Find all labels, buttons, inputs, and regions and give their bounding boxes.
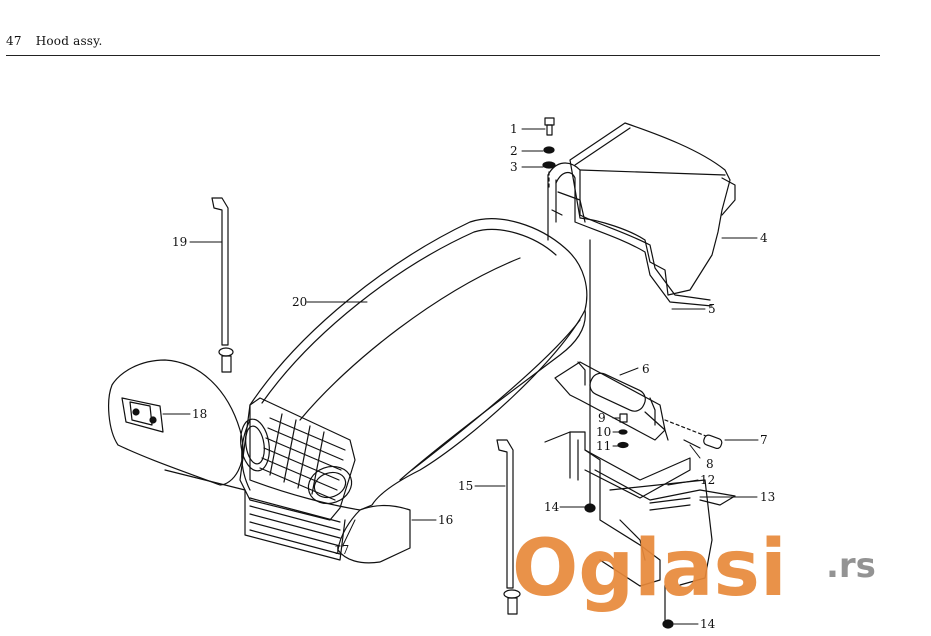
callout-2: 2 xyxy=(510,144,518,158)
bolt-stack xyxy=(542,117,556,191)
callout-1: 1 xyxy=(510,122,518,136)
callout-4: 4 xyxy=(760,231,768,245)
watermark-suffix: .rs xyxy=(826,546,876,586)
watermark-logo: Oglasi .rs xyxy=(512,524,876,614)
page-number: 47 xyxy=(6,34,22,48)
callout-3: 3 xyxy=(510,160,518,174)
detail-inset-18 xyxy=(108,359,246,491)
support-rod-15 xyxy=(496,439,521,615)
callout-labels: 1 2 3 4 5 6 7 8 9 10 11 12 13 14 14 15 1… xyxy=(172,122,775,631)
callout-20: 20 xyxy=(292,295,307,309)
callout-8: 8 xyxy=(706,457,714,471)
callout-18: 18 xyxy=(192,407,207,421)
callout-10: 10 xyxy=(596,425,611,439)
lower-frame-part xyxy=(544,431,736,629)
callout-13: 13 xyxy=(760,490,775,504)
callout-12: 12 xyxy=(700,473,715,487)
support-bracket-part xyxy=(554,239,669,506)
callout-15: 15 xyxy=(458,479,473,493)
header-rule xyxy=(6,55,880,56)
callout-17: 17 xyxy=(334,543,349,557)
callout-14-lower: 14 xyxy=(700,617,716,631)
watermark-brand: Oglasi xyxy=(512,524,787,614)
callout-7: 7 xyxy=(760,433,768,447)
callout-11: 11 xyxy=(596,439,611,453)
callout-14-upper: 14 xyxy=(544,500,560,514)
callout-5: 5 xyxy=(708,302,716,316)
pin-part xyxy=(664,419,723,450)
page-header: 47 Hood assy. xyxy=(6,34,113,48)
hood-part xyxy=(239,218,588,564)
rear-cover-part xyxy=(547,122,736,307)
callout-9: 9 xyxy=(598,411,606,425)
small-hardware xyxy=(617,413,629,449)
leader-lines xyxy=(162,128,759,625)
callout-6: 6 xyxy=(642,362,650,376)
callout-16: 16 xyxy=(438,513,453,527)
callout-19: 19 xyxy=(172,235,187,249)
support-rod-19 xyxy=(211,197,234,373)
page-title: Hood assy. xyxy=(35,34,103,48)
